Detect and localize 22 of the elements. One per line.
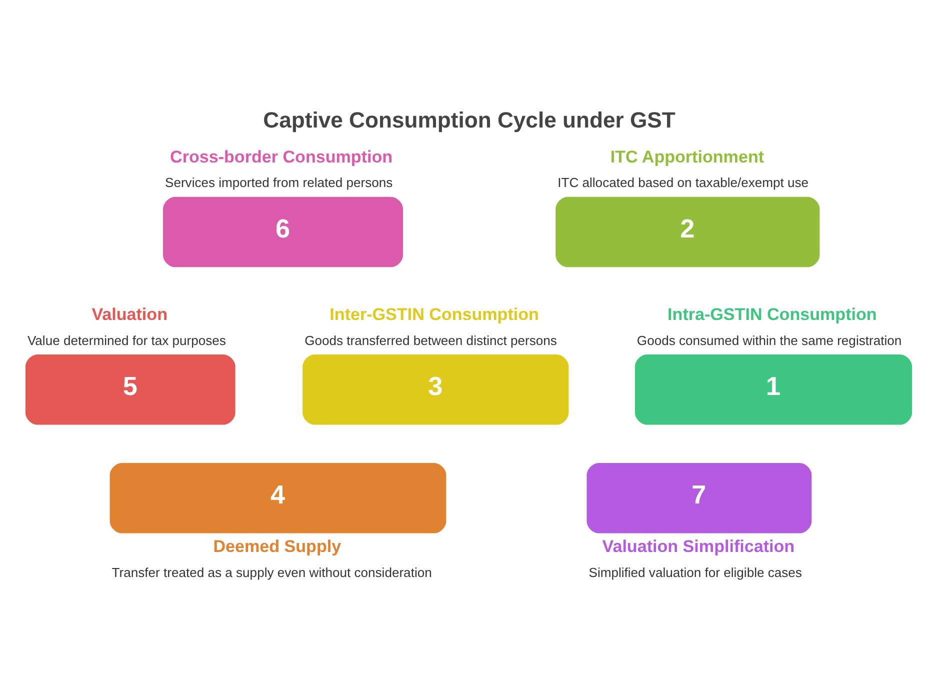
diagram-title: Captive Consumption Cycle under GST	[263, 107, 676, 132]
node-box: 5	[25, 354, 236, 424]
node-label: Valuation	[92, 304, 168, 324]
node-label: ITC allocated based on taxable/exempt use	[558, 174, 809, 190]
node-label: Valuation Simplification	[602, 536, 795, 556]
node-box: 1	[634, 354, 912, 424]
node-label: Services imported from related persons	[165, 174, 393, 190]
node-label: Goods consumed within the same registration	[636, 332, 902, 348]
node-label: Value determined for tax purposes	[27, 332, 226, 348]
node-label: Simplified valuation for eligible cases	[588, 564, 802, 580]
node-label: Intra-GSTIN Consumption	[668, 304, 877, 324]
node-label: Transfer treated as a supply even without consideration	[112, 564, 432, 580]
node-label: ITC Apportionment	[610, 146, 764, 166]
node-label: Goods transferred between distinct persons	[304, 332, 557, 348]
node-box: 6	[163, 196, 403, 267]
node-box: 7	[586, 462, 812, 533]
node-box: 2	[556, 196, 820, 267]
node-label: Deemed Supply	[213, 536, 342, 556]
node-box: 4	[110, 462, 446, 533]
node-label: Inter-GSTIN Consumption	[330, 304, 539, 324]
node-box: 3	[302, 354, 569, 424]
node-label: Cross-border Consumption	[170, 146, 393, 166]
